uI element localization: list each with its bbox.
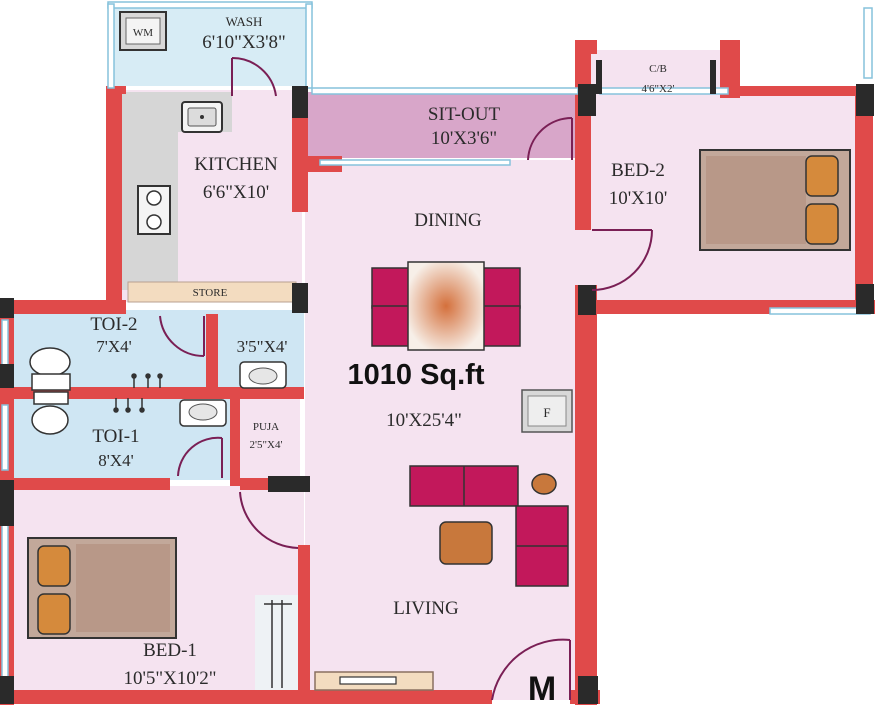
sitout-name: SIT-OUT <box>428 104 501 125</box>
wall <box>575 40 597 54</box>
kitchen-counter <box>122 92 232 290</box>
door-swing <box>177 436 223 477</box>
wardrobe <box>264 600 292 688</box>
door-swing <box>591 229 653 291</box>
bed-2 <box>699 149 851 251</box>
pillar <box>856 84 874 116</box>
puja-floor <box>236 398 300 480</box>
wash-size: 6'10"X3'8" <box>202 32 286 53</box>
toilet-basin <box>179 399 227 427</box>
door-swing <box>491 638 571 701</box>
walls <box>0 40 875 705</box>
sitout-size: 10'X3'6" <box>431 128 497 149</box>
store-name: STORE <box>193 287 228 299</box>
toi1-name: TOI-1 <box>92 426 139 447</box>
pillar <box>578 84 596 116</box>
wall <box>575 40 591 230</box>
pillar <box>856 284 874 314</box>
window <box>305 3 313 89</box>
kitchen-sink <box>181 101 223 133</box>
door-swing <box>527 116 573 161</box>
wm-label: WM <box>133 27 153 39</box>
wardrobe-floor <box>255 595 303 690</box>
bed2-size: 10'X10' <box>609 188 668 209</box>
wall <box>230 398 240 486</box>
kitchen-name: KITCHEN <box>194 154 278 175</box>
fridge-label: F <box>543 405 550 420</box>
total-area: 1010 Sq.ft <box>348 359 485 391</box>
washing-machine: WM <box>119 11 167 51</box>
toi2-size: 7'X4' <box>96 337 131 356</box>
toilet-fixture <box>29 347 71 435</box>
pillar <box>578 285 596 315</box>
bed-1 <box>27 537 177 639</box>
wall <box>720 40 740 98</box>
pillar <box>710 60 716 94</box>
cb-name: C/B <box>649 63 667 75</box>
toi2-name: TOI-2 <box>90 314 137 335</box>
door-swing <box>159 315 205 358</box>
window <box>311 87 579 95</box>
door-swing <box>239 491 299 549</box>
kitchen-size: 6'6"X10' <box>203 182 269 203</box>
wall <box>0 690 492 704</box>
wall <box>106 86 126 94</box>
doors <box>159 56 653 701</box>
window <box>863 7 873 79</box>
pillar <box>596 60 602 94</box>
wall <box>206 314 218 388</box>
window <box>1 404 9 471</box>
window <box>769 307 871 315</box>
sofa-set <box>409 465 569 587</box>
fridge: F <box>521 389 573 433</box>
toi1-size: 8'X4' <box>98 451 133 470</box>
dining-table <box>371 261 521 351</box>
wall <box>298 545 310 695</box>
pillar <box>292 283 308 313</box>
pillar <box>578 676 598 704</box>
tv-unit <box>339 676 397 685</box>
wall <box>0 300 126 314</box>
wall <box>0 478 170 490</box>
cb-size: 4'6"X2' <box>642 83 675 95</box>
wall <box>106 86 122 304</box>
wall <box>855 86 873 306</box>
wall <box>730 86 870 96</box>
dining-name: DINING <box>414 210 482 231</box>
pillar <box>0 298 14 318</box>
wall <box>0 387 304 399</box>
wall <box>575 285 597 705</box>
wash-name: WASH <box>226 14 263 29</box>
main-entrance-marker: M <box>528 670 556 708</box>
pillar <box>0 480 14 526</box>
stove <box>137 185 171 235</box>
pillar <box>0 676 14 704</box>
puja-size: 2'5"X4' <box>250 439 283 451</box>
pillars <box>0 60 874 704</box>
pillar <box>0 364 14 388</box>
bed2-name: BED-2 <box>611 160 665 181</box>
basin-area-size: 3'5"X4' <box>237 337 288 356</box>
pillar <box>268 476 310 492</box>
wash-basin <box>239 361 287 389</box>
hall-size: 10'X25'4" <box>386 410 462 431</box>
window <box>319 159 511 166</box>
living-name: LIVING <box>393 598 459 619</box>
pillar <box>292 86 308 118</box>
sitout-floor <box>308 92 580 158</box>
puja-name: PUJA <box>253 421 279 433</box>
shower-taps <box>113 373 163 413</box>
bed1-name: BED-1 <box>143 640 197 661</box>
window <box>107 3 115 89</box>
bed1-size: 10'5"X10'2" <box>123 668 216 689</box>
door-swing <box>231 56 277 97</box>
window <box>1 499 9 681</box>
window <box>107 1 313 9</box>
